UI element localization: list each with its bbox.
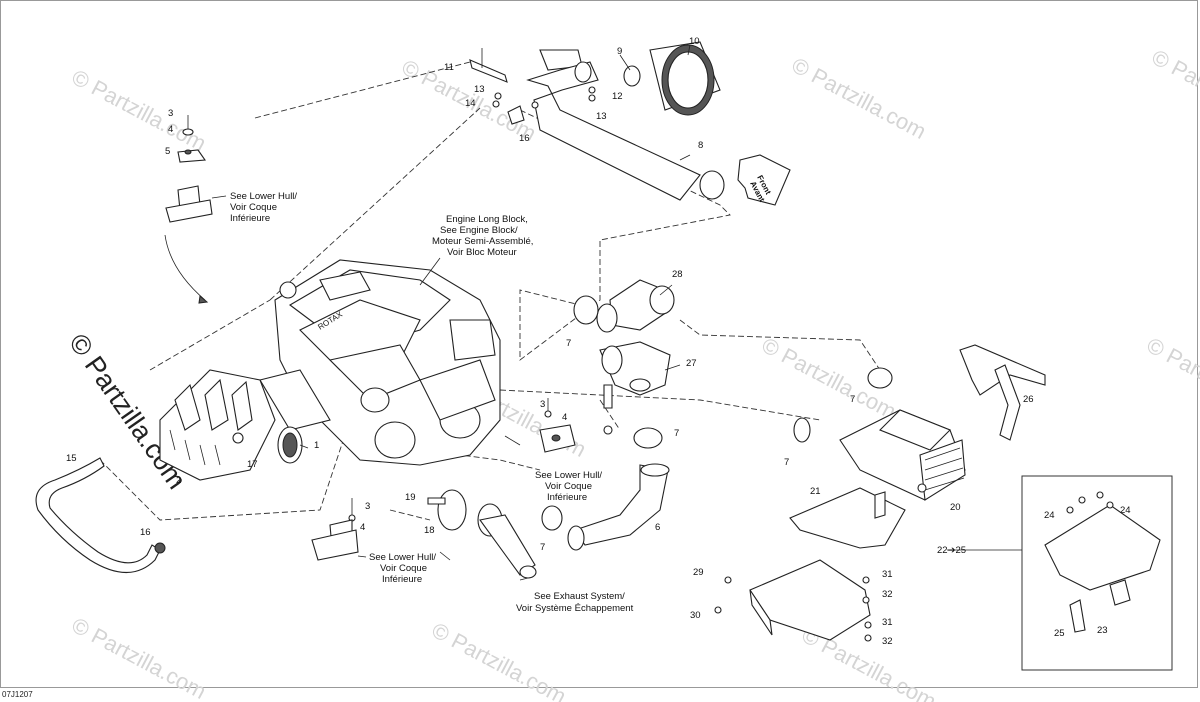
exhaust-outlet [427, 489, 537, 579]
svg-text:Inférieure: Inférieure [230, 213, 270, 224]
svg-text:Voir Bloc Moteur: Voir Bloc Moteur [447, 247, 517, 258]
part-4: 4 [562, 412, 567, 423]
part-14: 14 [465, 98, 476, 109]
part-16: 16 [140, 527, 151, 538]
part-1: 1 [314, 440, 319, 451]
water-hose [35, 457, 166, 573]
svg-text:See Engine Block/: See Engine Block/ [440, 225, 518, 236]
svg-text:See Exhaust System/: See Exhaust System/ [534, 591, 625, 602]
svg-text:Moteur Semi-Assemblé,: Moteur Semi-Assemblé, [432, 236, 533, 247]
callout-engine-long-block: Engine Long Block, See Engine Block/ Mot… [432, 214, 533, 258]
part-7: 7 [850, 394, 855, 405]
part-27: 27 [686, 358, 697, 369]
part-13: 13 [474, 84, 485, 95]
part-31: 31 [882, 617, 893, 628]
part-7: 7 [784, 457, 789, 468]
part-11: 11 [444, 62, 454, 73]
part-6: 6 [655, 522, 660, 533]
front-arrow: Front Avant [737, 154, 791, 206]
svg-text:See Lower Hull/: See Lower Hull/ [369, 552, 436, 563]
svg-text:Engine Long Block,: Engine Long Block, [446, 214, 528, 225]
svg-text:Inférieure: Inférieure [547, 492, 587, 503]
part-22-25: 22➔25 [937, 545, 966, 556]
part-28: 28 [672, 269, 683, 280]
svg-text:Voir Coque: Voir Coque [380, 563, 427, 574]
part-32: 32 [882, 636, 893, 647]
air-intake-assembly [469, 41, 725, 201]
svg-text:© Partzilla.com: © Partzilla.com [68, 612, 211, 702]
callout-lower-hull-right: See Lower Hull/ Voir Coque Inférieure [535, 470, 602, 503]
part-16: 16 [519, 133, 530, 144]
svg-text:Voir Système Échappement: Voir Système Échappement [516, 603, 634, 614]
svg-text:Voir Coque: Voir Coque [545, 481, 592, 492]
motor-mount-right [539, 384, 613, 453]
svg-text:© Partzilla.com: © Partzilla.com [1143, 332, 1200, 424]
part-7: 7 [566, 338, 571, 349]
part-32: 32 [882, 589, 893, 600]
part-23: 23 [1097, 625, 1108, 636]
dashed-connectors [99, 61, 881, 521]
part-31: 31 [882, 569, 893, 580]
engine-block: ROTAX [259, 257, 501, 466]
motor-mount-bottom [311, 498, 359, 561]
motor-mount-top [164, 115, 213, 304]
part-24: 24 [1120, 505, 1131, 516]
exhaust-manifold [159, 369, 303, 481]
part-19: 19 [405, 492, 416, 503]
callout-lower-hull-top: See Lower Hull/ Voir Coque Inférieure [211, 191, 297, 224]
part-12: 12 [612, 91, 623, 102]
part-20: 20 [950, 502, 961, 513]
part-13: 13 [596, 111, 607, 122]
part-4: 4 [360, 522, 365, 533]
bracket-26 [959, 344, 1046, 441]
callout-lower-hull-bottom: See Lower Hull/ Voir Coque Inférieure [357, 552, 436, 585]
intercooler-hoses [541, 279, 893, 551]
part-8: 8 [698, 140, 703, 151]
svg-text:© Partzilla.com: © Partzilla.com [68, 64, 211, 156]
part-18: 18 [424, 525, 435, 536]
part-number-labels: 1 2 3 3 3 4 4 4 5 6 7 7 7 7 7 8 9 10 11 … [66, 36, 1131, 647]
callout-leaders [299, 44, 1022, 581]
svg-text:Voir Coque: Voir Coque [230, 202, 277, 213]
diagram-code: 07J1207 [2, 690, 33, 699]
part-3: 3 [168, 108, 173, 119]
part-3: 3 [540, 399, 545, 410]
support-bracket [714, 559, 872, 642]
part-26: 26 [1023, 394, 1034, 405]
part-30: 30 [690, 610, 701, 621]
part-21: 21 [810, 486, 821, 497]
svg-text:See Lower Hull/: See Lower Hull/ [230, 191, 297, 202]
svg-text:See Lower Hull/: See Lower Hull/ [535, 470, 602, 481]
part-2: 2 [176, 475, 181, 486]
part-7: 7 [540, 542, 545, 553]
part-25: 25 [1054, 628, 1065, 639]
part-5: 5 [165, 146, 170, 157]
svg-text:© Partzilla.com: © Partzilla.com [1148, 44, 1200, 136]
svg-text:Inférieure: Inférieure [382, 574, 422, 585]
svg-text:© Partzilla.com: © Partzilla.com [788, 52, 931, 144]
part-17: 17 [247, 459, 258, 470]
heat-shield-plate [789, 487, 906, 549]
part-15: 15 [66, 453, 77, 464]
part-7: 7 [674, 428, 679, 439]
inset-box [1021, 475, 1173, 671]
part-29: 29 [693, 567, 704, 578]
part-24: 24 [1044, 510, 1055, 521]
part-3: 3 [365, 501, 370, 512]
part-10: 10 [689, 36, 700, 47]
intercooler [839, 409, 966, 501]
diagram-frame [0, 0, 1198, 688]
svg-text:© Partzilla.com: © Partzilla.com [428, 617, 571, 702]
callout-exhaust-system: See Exhaust System/ Voir Système Échappe… [516, 591, 634, 614]
part-9: 9 [617, 46, 622, 57]
part-4: 4 [168, 124, 173, 135]
